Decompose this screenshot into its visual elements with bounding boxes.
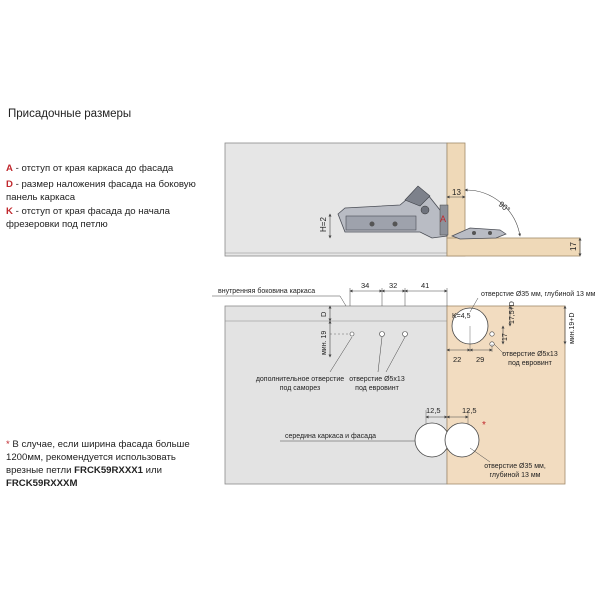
- note-star: *: [6, 439, 10, 450]
- label-hole35-bottom-1: отверстие Ø35 мм,: [484, 463, 546, 470]
- label-hole35-bottom-2: глубиной 13 мм: [490, 471, 541, 479]
- dim-min19: мин. 19: [321, 331, 328, 355]
- page-title: Присадочные размеры: [8, 108, 132, 120]
- dim-13: 13: [452, 188, 461, 197]
- hinge-mechanism: [337, 185, 507, 240]
- dim-12-5-right: 12,5: [462, 406, 477, 415]
- carcass-panel: [224, 305, 448, 485]
- dim-angle: 90°: [497, 200, 512, 215]
- dim-22: 22: [453, 355, 461, 364]
- cup-hole-35-right: [444, 422, 480, 458]
- label-center: середина каркаса и фасада: [285, 433, 376, 440]
- dim-min19-d: мин.19+D: [569, 313, 576, 344]
- eurobolt-hole: [402, 331, 408, 337]
- label-hole5-2: под евровинт: [355, 385, 399, 392]
- dim-12-5-left: 12,5: [426, 406, 441, 415]
- legend-text: - размер наложения фасада на боковую пан…: [6, 179, 196, 203]
- legend-text: - отступ от края фасада до начала фрезер…: [6, 206, 170, 230]
- cup-hole-35-left: [414, 422, 450, 458]
- label-extra-hole-1: дополнительное отверстие: [256, 376, 344, 383]
- label-hole5-1: отверстие Ø5х13: [349, 376, 405, 383]
- eurobolt-hole: [379, 331, 385, 337]
- facade-panel-open: [446, 237, 581, 257]
- legend-item-d: D - размер наложения фасада на боковую п…: [6, 178, 216, 204]
- drilling-view: внутренняя боковина каркаса 34 32 41 D м…: [212, 281, 596, 485]
- dim-17-drill: 17: [502, 333, 509, 341]
- note-model-1: FRCK59RXXX1: [74, 465, 143, 476]
- label-hole5-right-1: отверстие Ø5х13: [502, 351, 558, 358]
- dim-34: 34: [361, 281, 369, 290]
- dim-h: H=2: [319, 217, 328, 232]
- legend-key: K: [6, 206, 13, 217]
- dim-d: D: [319, 311, 328, 317]
- dim-17-top: 17: [569, 242, 578, 251]
- top-view: H=2 A 13 90° 17: [224, 142, 582, 257]
- dim-17-5-d: 17,5+D: [509, 301, 516, 324]
- star-mark: *: [482, 420, 486, 431]
- label-hole35-top: отверстие Ø35 мм, глубиной 13 мм: [481, 290, 596, 298]
- screw-hole: [349, 331, 355, 337]
- dim-32: 32: [389, 281, 397, 290]
- label-extra-hole-2: под саморез: [280, 385, 321, 392]
- note-body: В случае, если ширина фасада больше 1200…: [6, 439, 190, 476]
- legend-item-k: K - отступ от края фасада до начала фрез…: [6, 205, 206, 231]
- dim-k: K=4,5: [452, 313, 471, 320]
- legend-text: - отступ от края каркаса до фасада: [12, 163, 174, 174]
- legend-item-a: A - отступ от края каркаса до фасада: [6, 162, 173, 175]
- label-a: A: [440, 214, 446, 224]
- label-inner-side: внутренняя боковина каркаса: [218, 287, 315, 295]
- note-text: * В случае, если ширина фасада больше 12…: [6, 438, 206, 490]
- legend-key: D: [6, 179, 13, 190]
- legend-key: A: [6, 163, 13, 174]
- note-mid: или: [142, 465, 162, 476]
- dim-41: 41: [421, 281, 429, 290]
- dim-29: 29: [476, 355, 484, 364]
- label-hole5-right-2: под евровинт: [508, 360, 552, 367]
- note-model-2: FRCK59RXXXM: [6, 478, 78, 489]
